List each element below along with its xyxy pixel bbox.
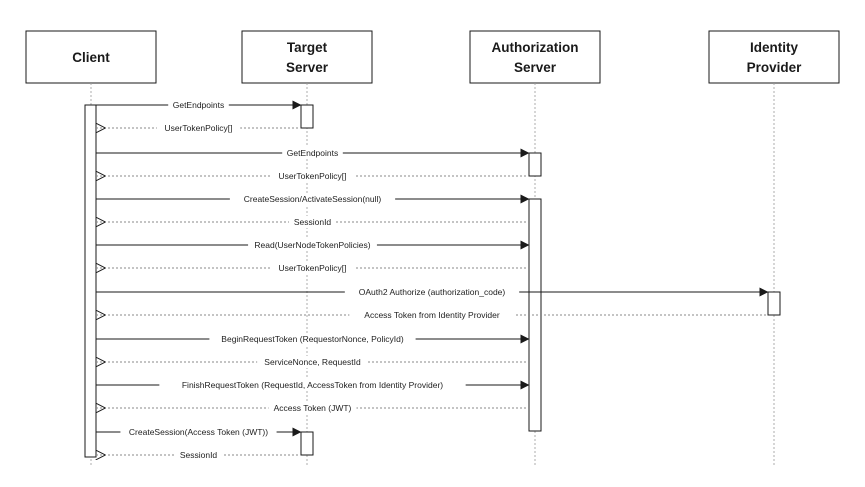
message-4: UserTokenPolicy[] bbox=[96, 170, 529, 182]
actor-target-server: Target Server bbox=[241, 30, 373, 84]
actor-box-identity-provider bbox=[708, 30, 840, 84]
message-label-13: FinishRequestToken (RequestId, AccessTok… bbox=[182, 380, 443, 390]
message-15: CreateSession(Access Token (JWT)) bbox=[96, 426, 302, 438]
actor-label-client: Client bbox=[72, 50, 110, 65]
message-13: FinishRequestToken (RequestId, AccessTok… bbox=[96, 379, 530, 391]
message-9: OAuth2 Authorize (authorization_code) bbox=[96, 286, 769, 298]
message-label-bg-2 bbox=[156, 122, 241, 134]
actor-label-target-line1: Target bbox=[287, 40, 328, 55]
actor-label-idp-line1: Identity bbox=[750, 40, 798, 55]
message-label-8: UserTokenPolicy[] bbox=[278, 263, 346, 273]
activation-target-1 bbox=[300, 104, 314, 129]
activation-target-2 bbox=[300, 431, 314, 456]
message-7: Read(UserNodeTokenPolicies) bbox=[96, 239, 530, 251]
message-8: UserTokenPolicy[] bbox=[96, 262, 529, 274]
activation-auth-1 bbox=[528, 152, 542, 177]
actor-client: Client bbox=[25, 30, 157, 84]
actor-box-target-server bbox=[241, 30, 373, 84]
message-label-5: CreateSession/ActivateSession(null) bbox=[244, 194, 382, 204]
activation-auth-2 bbox=[528, 198, 542, 432]
message-label-bg-14 bbox=[268, 402, 357, 414]
actor-label-auth-line2: Server bbox=[514, 60, 557, 75]
message-label-1: GetEndpoints bbox=[173, 100, 225, 110]
message-label-bg-4 bbox=[270, 170, 355, 182]
message-label-12: ServiceNonce, RequestId bbox=[264, 357, 361, 367]
message-label-bg-13 bbox=[159, 379, 466, 391]
message-label-bg-5 bbox=[229, 193, 396, 205]
message-label-bg-6 bbox=[289, 216, 336, 228]
message-label-14: Access Token (JWT) bbox=[274, 403, 352, 413]
message-16: SessionId bbox=[96, 449, 301, 461]
message-label-3: GetEndpoints bbox=[287, 148, 339, 158]
message-label-16: SessionId bbox=[180, 450, 218, 460]
message-label-4: UserTokenPolicy[] bbox=[278, 171, 346, 181]
message-label-7: Read(UserNodeTokenPolicies) bbox=[254, 240, 370, 250]
message-label-bg-8 bbox=[270, 262, 355, 274]
message-label-2: UserTokenPolicy[] bbox=[164, 123, 232, 133]
activations bbox=[84, 104, 781, 458]
message-label-bg-1 bbox=[168, 99, 229, 111]
message-11: BeginRequestToken (RequestorNonce, Polic… bbox=[96, 333, 530, 345]
message-6: SessionId bbox=[96, 216, 529, 228]
actor-label-auth-line1: Authorization bbox=[492, 40, 579, 55]
actor-identity-provider: Identity Provider bbox=[708, 30, 840, 84]
message-3: GetEndpoints bbox=[96, 147, 530, 159]
activation-idp bbox=[767, 291, 781, 316]
message-1: GetEndpoints bbox=[96, 99, 302, 111]
message-label-bg-3 bbox=[282, 147, 343, 159]
message-label-bg-9 bbox=[344, 286, 520, 298]
actor-label-target-line2: Server bbox=[286, 60, 329, 75]
message-2: UserTokenPolicy[] bbox=[96, 122, 301, 134]
message-label-bg-15 bbox=[120, 426, 277, 438]
actor-authorization-server: Authorization Server bbox=[469, 30, 601, 84]
message-label-9: OAuth2 Authorize (authorization_code) bbox=[359, 287, 506, 297]
message-label-6: SessionId bbox=[294, 217, 332, 227]
activation-client bbox=[84, 104, 97, 458]
message-label-bg-16 bbox=[175, 449, 222, 461]
message-label-bg-7 bbox=[248, 239, 377, 251]
message-label-10: Access Token from Identity Provider bbox=[364, 310, 500, 320]
message-5: CreateSession/ActivateSession(null) bbox=[96, 193, 530, 205]
actor-box-authorization-server bbox=[469, 30, 601, 84]
message-14: Access Token (JWT) bbox=[96, 402, 529, 414]
messages: GetEndpointsUserTokenPolicy[]GetEndpoint… bbox=[96, 99, 769, 461]
message-label-15: CreateSession(Access Token (JWT)) bbox=[129, 427, 268, 437]
message-label-bg-12 bbox=[257, 356, 368, 368]
actor-label-idp-line2: Provider bbox=[747, 60, 803, 75]
message-label-bg-10 bbox=[349, 309, 515, 321]
message-label-bg-11 bbox=[209, 333, 416, 345]
message-10: Access Token from Identity Provider bbox=[96, 309, 768, 321]
message-12: ServiceNonce, RequestId bbox=[96, 356, 529, 368]
message-label-11: BeginRequestToken (RequestorNonce, Polic… bbox=[221, 334, 404, 344]
actor-box-client bbox=[25, 30, 157, 84]
